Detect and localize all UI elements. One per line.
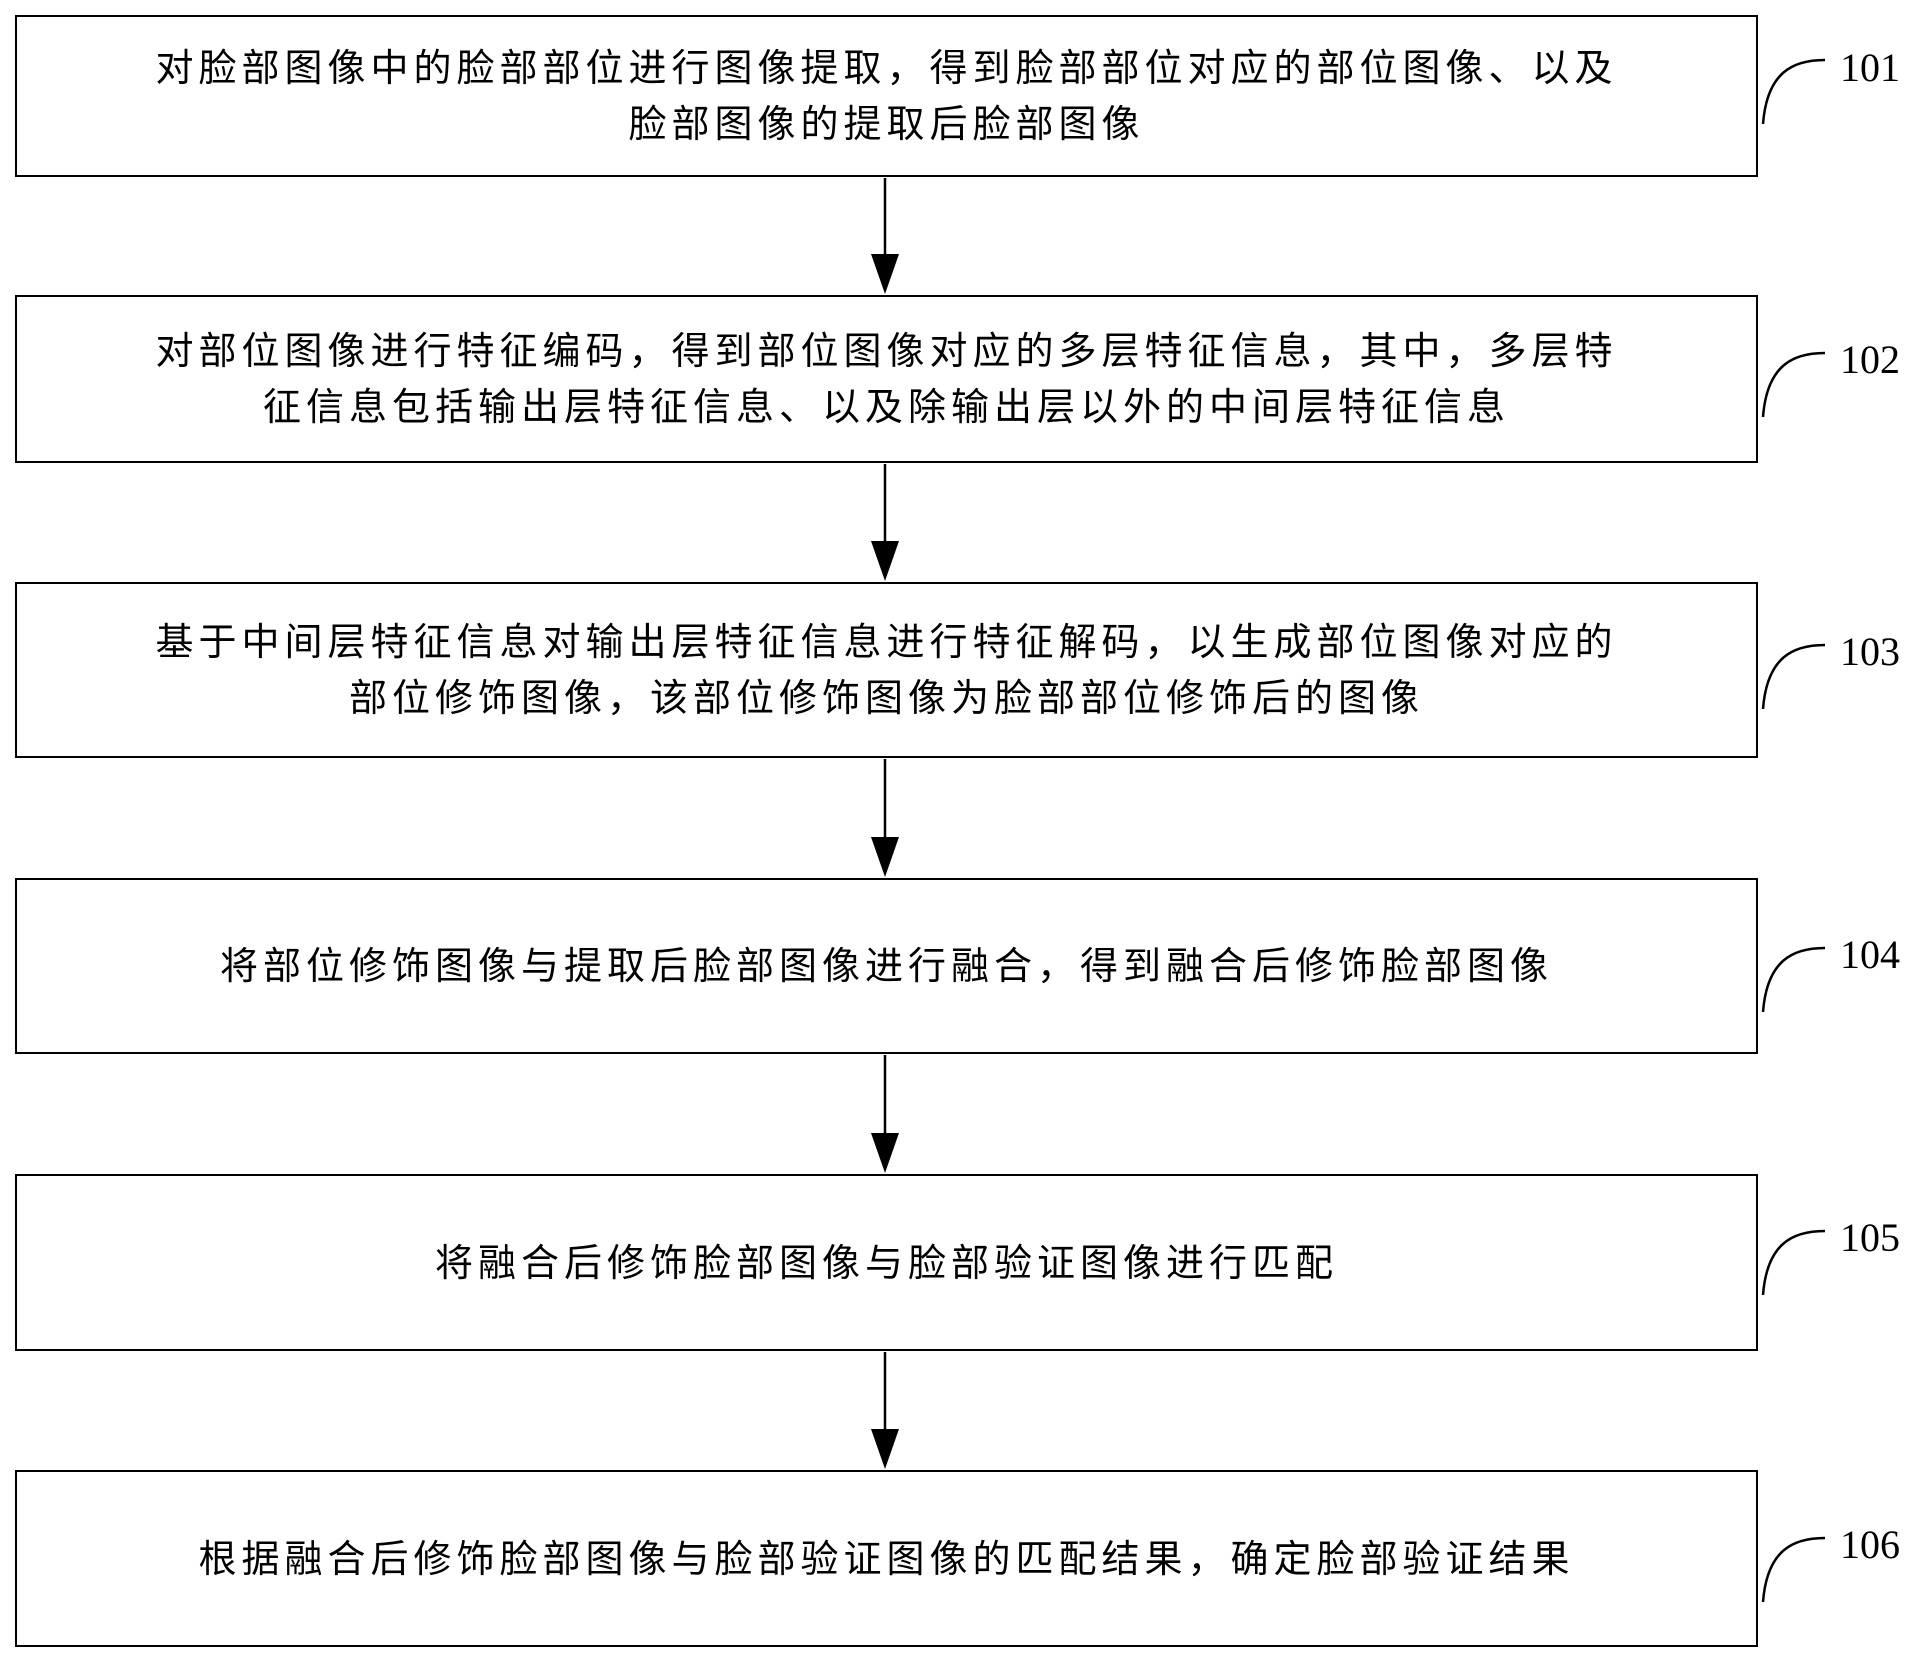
step-leader-101: [1761, 58, 1826, 125]
step-leader-103: [1761, 643, 1826, 710]
step-box-105: 将融合后修饰脸部图像与脸部验证图像进行匹配: [15, 1174, 1758, 1351]
step-101-line-1: 对脸部图像中的脸部部位进行图像提取，得到脸部部位对应的部位图像、以及: [155, 46, 1618, 90]
arrow-head-101-102: [871, 254, 899, 294]
arrow-head-105-106: [871, 1429, 899, 1469]
step-105-line-1: 将融合后修饰脸部图像与脸部验证图像进行匹配: [434, 1240, 1338, 1285]
step-number-104: 104: [1840, 932, 1900, 977]
step-box-101: 对脸部图像中的脸部部位进行图像提取，得到脸部部位对应的部位图像、以及 脸部图像的…: [15, 15, 1758, 177]
step-104-line-1: 将部位修饰图像与提取后脸部图像进行融合，得到融合后修饰脸部图像: [219, 944, 1553, 988]
step-box-103: 基于中间层特征信息对输出层特征信息进行特征解码，以生成部位图像对应的 部位修饰图…: [15, 582, 1758, 758]
step-leader-105: [1761, 1229, 1826, 1296]
arrow-head-104-105: [871, 1133, 899, 1173]
step-box-106: 根据融合后修饰脸部图像与脸部验证图像的匹配结果，确定脸部验证结果: [15, 1470, 1758, 1647]
step-leader-102: [1761, 351, 1826, 418]
arrow-head-102-103: [871, 541, 899, 581]
step-103-line-1: 基于中间层特征信息对输出层特征信息进行特征解码，以生成部位图像对应的: [155, 620, 1618, 664]
step-leader-104: [1761, 946, 1826, 1013]
step-number-101: 101: [1840, 45, 1900, 90]
step-106-line-1: 根据融合后修饰脸部图像与脸部验证图像的匹配结果，确定脸部验证结果: [198, 1536, 1575, 1581]
arrow-head-103-104: [871, 837, 899, 877]
step-box-102: 对部位图像进行特征编码，得到部位图像对应的多层特征信息，其中，多层特 征信息包括…: [15, 295, 1758, 463]
step-number-103: 103: [1840, 629, 1900, 674]
step-number-102: 102: [1840, 337, 1900, 382]
step-number-106: 106: [1840, 1522, 1900, 1567]
step-102-line-2: 征信息包括输出层特征信息、以及除输出层以外的中间层特征信息: [262, 385, 1510, 429]
step-101-line-2: 脸部图像的提取后脸部图像: [628, 102, 1145, 146]
step-box-104: 将部位修饰图像与提取后脸部图像进行融合，得到融合后修饰脸部图像: [15, 878, 1758, 1054]
step-leader-106: [1761, 1536, 1826, 1603]
step-number-105: 105: [1840, 1215, 1900, 1260]
step-103-line-2: 部位修饰图像，该部位修饰图像为脸部部位修饰后的图像: [348, 676, 1424, 720]
step-102-line-1: 对部位图像进行特征编码，得到部位图像对应的多层特征信息，其中，多层特: [155, 329, 1618, 373]
